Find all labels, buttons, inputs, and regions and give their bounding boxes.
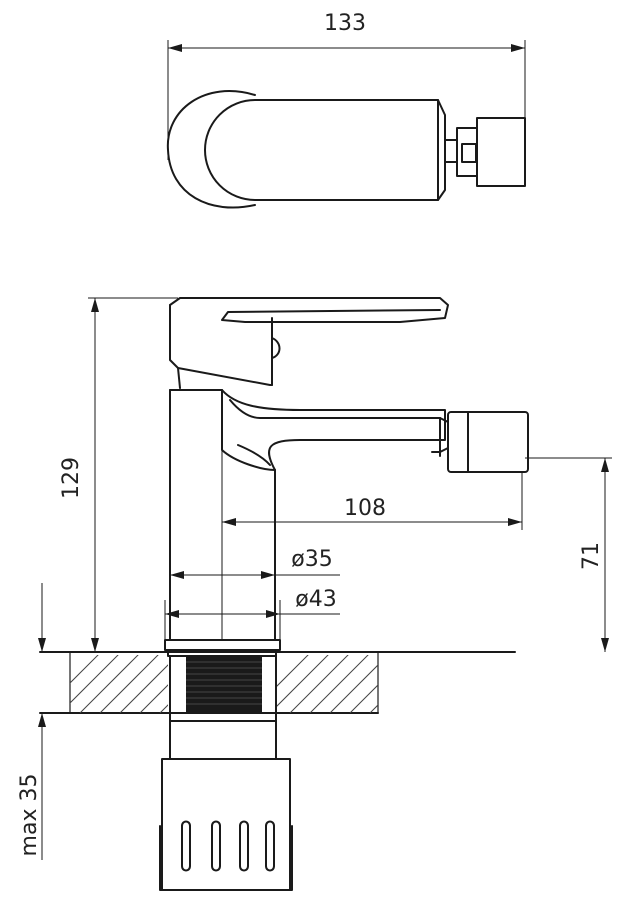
side-view: 129 108 71 ø35 ø43: [59, 297, 612, 652]
dimension-base-diameter: ø43: [295, 587, 336, 612]
dimension-total-height: 129: [59, 457, 84, 499]
dimension-spout-reach: 108: [344, 496, 386, 521]
deck-hatch-left: [70, 655, 168, 713]
dimension-total-length: 133: [324, 11, 366, 36]
top-view: 133: [166, 11, 526, 209]
deck-hatch-right: [276, 655, 378, 713]
dimension-spout-height: 71: [579, 542, 604, 570]
deck-section: max 35: [17, 583, 516, 891]
dimension-body-diameter: ø35: [291, 547, 332, 572]
dimension-max-deck-thickness: max 35: [17, 774, 42, 857]
threaded-stud: [186, 656, 262, 713]
